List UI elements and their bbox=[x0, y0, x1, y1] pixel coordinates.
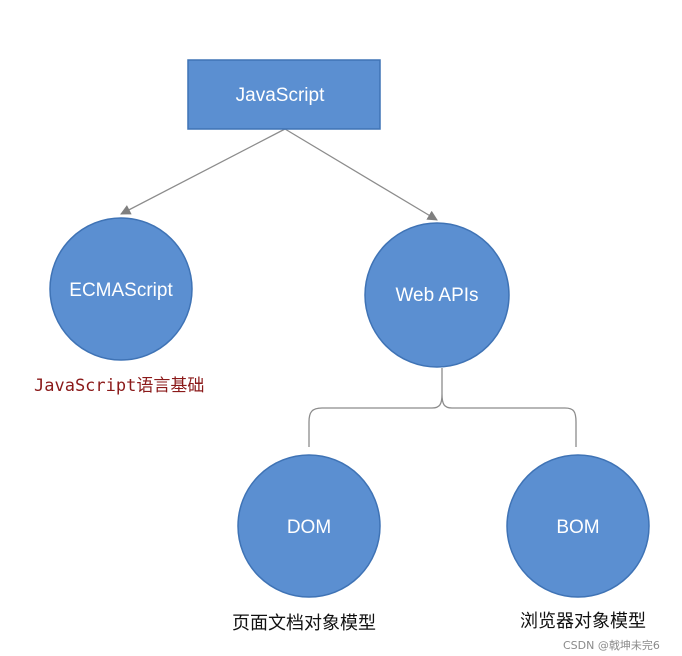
web-apis-node-label: Web APIs bbox=[395, 285, 478, 306]
dom-node bbox=[237, 454, 381, 598]
arrow-to-ecmascript bbox=[120, 128, 286, 215]
ecmascript-node-label: ECMAScript bbox=[69, 280, 173, 301]
watermark: CSDN @戟坤未完6 bbox=[563, 639, 660, 652]
brace-connector bbox=[308, 368, 577, 447]
arrow-to-web-apis bbox=[284, 128, 438, 221]
javascript-node-label: JavaScript bbox=[236, 85, 325, 106]
bom-caption: 浏览器对象模型 bbox=[520, 611, 646, 632]
ecmascript-node bbox=[49, 217, 193, 361]
web-apis-node bbox=[364, 222, 510, 368]
bom-node-label: BOM bbox=[556, 517, 599, 538]
ecmascript-caption: JavaScript语言基础 bbox=[34, 376, 205, 396]
bom-node bbox=[506, 454, 650, 598]
javascript-node bbox=[187, 59, 381, 130]
dom-node-label: DOM bbox=[287, 517, 331, 538]
dom-caption: 页面文档对象模型 bbox=[232, 613, 376, 634]
